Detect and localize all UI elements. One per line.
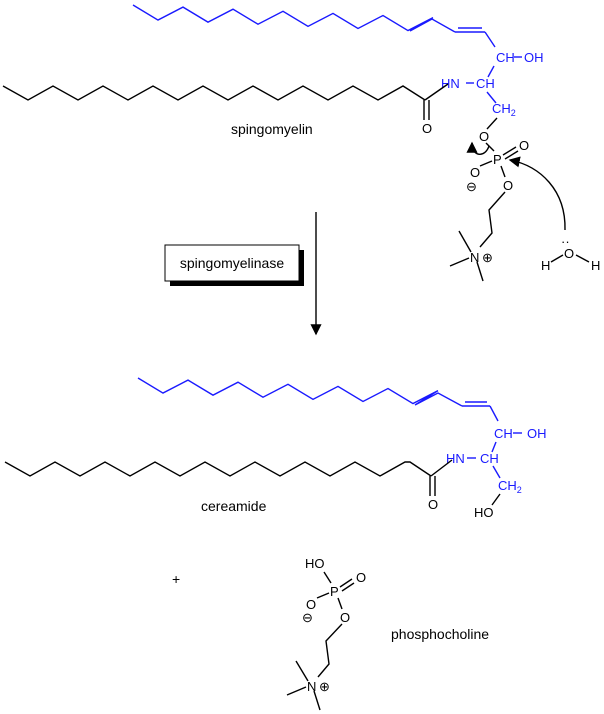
fatty-acid-chain bbox=[4, 461, 432, 477]
negative-charge: ⊖ bbox=[302, 610, 313, 625]
atom-label: O bbox=[422, 121, 432, 136]
plus-sign: + bbox=[172, 571, 180, 587]
subscript: 2 bbox=[517, 485, 522, 495]
positive-charge: ⊕ bbox=[482, 250, 493, 265]
atom-label: CH bbox=[494, 426, 513, 441]
spingomyelin-molecule: CH OH HN CH CH2 O O P O O ⊖ O N ⊕ bbox=[2, 4, 600, 282]
subscript: 2 bbox=[511, 108, 516, 118]
water-oxygen: O bbox=[564, 246, 574, 261]
atom-label: CH bbox=[476, 76, 495, 91]
svg-text:CH2: CH2 bbox=[498, 478, 522, 495]
atom-label: O bbox=[519, 138, 529, 153]
atom-label: O bbox=[340, 610, 350, 625]
atom-label: H bbox=[541, 258, 550, 273]
atom-label: OH bbox=[527, 426, 547, 441]
atom-label: N bbox=[470, 250, 479, 265]
atom-label: H bbox=[591, 258, 600, 273]
atom-label: N bbox=[307, 679, 316, 694]
sphingosine-chain bbox=[132, 4, 456, 33]
electron-arrow bbox=[466, 141, 490, 155]
atom-label: P bbox=[493, 152, 502, 167]
enzyme-label: spingomyelinase bbox=[180, 255, 284, 271]
atom-label: P bbox=[330, 584, 339, 599]
atom-label: O bbox=[428, 497, 438, 512]
atom-label: O bbox=[479, 129, 489, 144]
atom-label: CH bbox=[498, 478, 517, 493]
atom-label: CH bbox=[492, 101, 511, 116]
ceramide-molecule: CH OH HN CH CH2 HO O bbox=[4, 377, 547, 520]
atom-label: HN bbox=[441, 76, 460, 91]
phosphocholine-molecule: HO P O O ⊖ O N ⊕ bbox=[286, 556, 366, 711]
atom-label: CH bbox=[480, 451, 499, 466]
positive-charge: ⊕ bbox=[319, 679, 330, 694]
atom-label: OH bbox=[524, 50, 544, 65]
atom-label: O bbox=[356, 570, 366, 585]
sphingosine-chain bbox=[137, 377, 463, 407]
atom-label: HN bbox=[446, 451, 465, 466]
reactant-label: spingomyelin bbox=[231, 121, 313, 137]
nucleophilic-attack-arrow bbox=[508, 156, 566, 231]
atom-label: CH bbox=[496, 50, 515, 65]
product2-label: phosphocholine bbox=[391, 626, 489, 642]
svg-text:CH2: CH2 bbox=[492, 101, 516, 118]
atom-label: HO bbox=[474, 505, 494, 520]
atom-label: O bbox=[470, 165, 480, 180]
atom-label: HO bbox=[305, 556, 325, 571]
product1-label: cereamide bbox=[201, 498, 267, 514]
fatty-acid-chain bbox=[2, 85, 426, 101]
lone-pair: ·· bbox=[561, 234, 570, 249]
atom-label: O bbox=[306, 597, 316, 612]
enzyme-box bbox=[164, 244, 300, 282]
negative-charge: ⊖ bbox=[466, 179, 477, 194]
atom-label: O bbox=[503, 178, 513, 193]
